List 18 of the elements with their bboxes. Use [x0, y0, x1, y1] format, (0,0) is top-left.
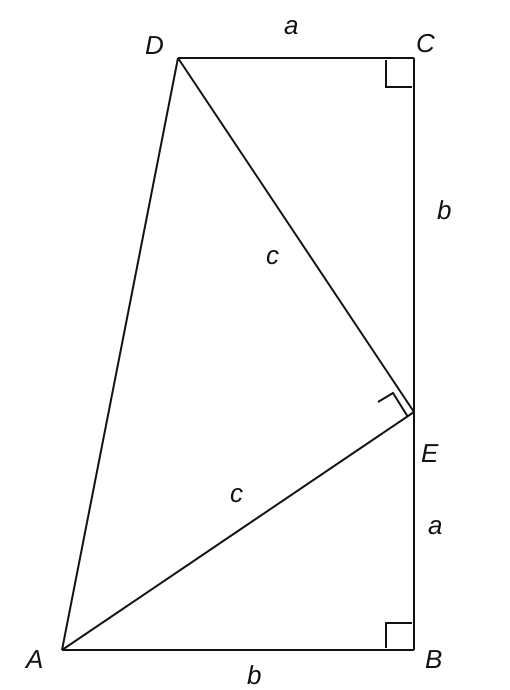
line-segment [61, 411, 415, 651]
edge-label: a [428, 510, 442, 540]
vertex-label: A [26, 644, 44, 674]
line-segment [61, 58, 179, 650]
edge-label: c [266, 240, 279, 270]
edge-label: a [284, 10, 298, 40]
line-segment [413, 412, 415, 650]
line-segment [413, 58, 415, 412]
vertex-label: C [416, 28, 435, 58]
vertex-label: B [425, 644, 442, 674]
vertex-label: D [145, 30, 164, 60]
line-segment [178, 57, 414, 59]
edge-label: b [247, 660, 262, 690]
edge-label: b [437, 195, 452, 225]
edge-label: c [230, 478, 243, 508]
vertex-label: E [421, 438, 438, 468]
line-segment [62, 649, 414, 651]
line-segment [177, 57, 415, 413]
